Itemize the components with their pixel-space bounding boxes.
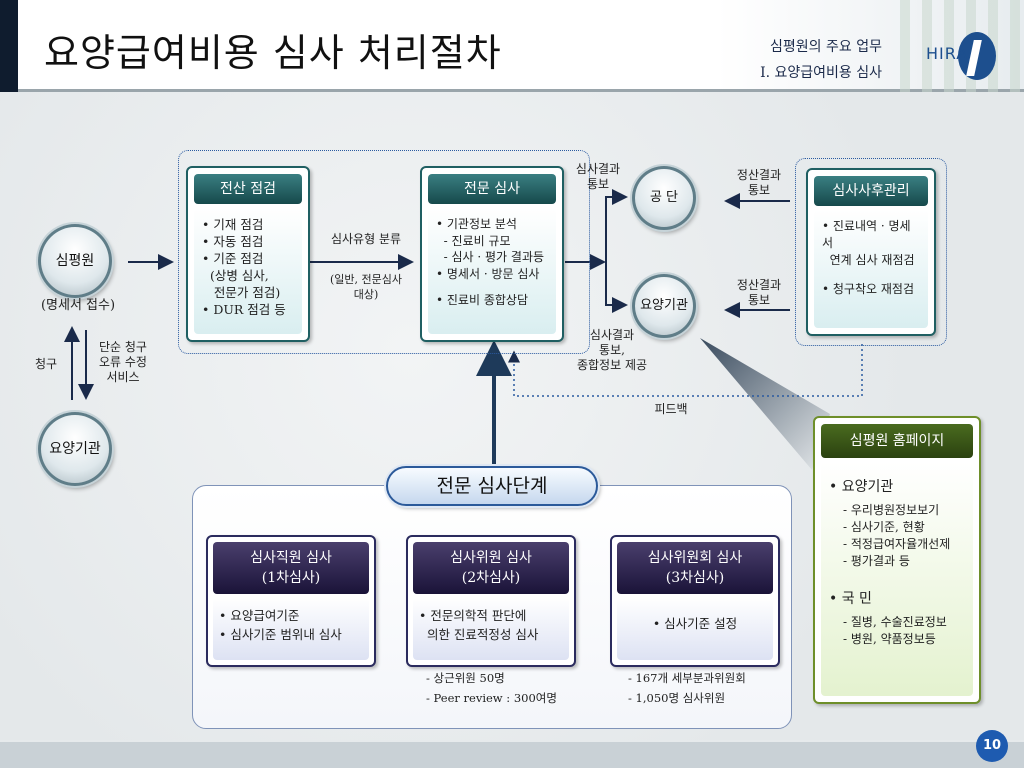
expert-review-body: • 기관정보 분석 - 진료비 규모 - 심사 · 평가 결과등 • 명세서 ·… xyxy=(428,208,556,334)
stage-step-body: • 심사기준 설정 xyxy=(617,598,773,660)
section-title: 심평원의 주요 업무 xyxy=(770,39,882,55)
subsection-title: Ⅰ. 요양급여비용 심사 xyxy=(760,65,882,81)
institution-node: 요양기관 xyxy=(38,412,112,486)
stage-notes-3: - 167개 세부분과위원회 - 1,050명 심사위원 xyxy=(628,671,746,705)
homepage-group-label: • 국 민 xyxy=(829,591,872,607)
post-group-frame xyxy=(795,158,947,346)
homepage-group-label: • 요양기관 xyxy=(829,479,894,495)
list-item: • 진료내역 · 명세서 xyxy=(822,219,911,250)
page-number: 10 xyxy=(976,730,1008,762)
list-item: - 적정급여자율개선제 xyxy=(843,537,951,551)
post-review-title: 심사사후관리 xyxy=(814,176,928,206)
expert-review-box: 전문 심사 • 기관정보 분석 - 진료비 규모 - 심사 · 평가 결과등 •… xyxy=(420,166,564,342)
receipt-label: (명세서 접수) xyxy=(40,298,116,313)
settle-notice-top: 정산결과 통보 xyxy=(736,168,782,197)
homepage-box: 심평원 홈페이지 • 요양기관 - 우리병원정보보기 - 심사기준, 현황 - … xyxy=(813,416,981,704)
institution-right-node: 요양기관 xyxy=(632,274,696,338)
list-item: • 심사기준 설정 xyxy=(652,616,738,631)
review-group-frame xyxy=(178,150,590,354)
list-item: • 기준 점검 xyxy=(202,251,264,266)
post-review-body: • 진료내역 · 명세서 연계 심사 재점검 • 청구착오 재점검 xyxy=(814,210,928,328)
list-item: • 전문의학적 판단에 xyxy=(419,608,527,623)
list-item: • 진료비 종합상담 xyxy=(436,293,528,307)
simple-fix-label: 단순 청구 오류 수정 서비스 xyxy=(99,340,147,384)
expert-review-title: 전문 심사 xyxy=(428,174,556,204)
list-item: • 요양급여기준 xyxy=(219,608,300,623)
review-type-label: 심사유형 분류 xyxy=(330,232,402,246)
list-item: 연계 심사 재점검 xyxy=(822,253,915,267)
stage-step-body: • 전문의학적 판단에 의한 진료적정성 심사 xyxy=(413,598,569,660)
stage-step-3: 심사위원회 심사 (3차심사) • 심사기준 설정 xyxy=(610,535,780,667)
list-item: 전문가 점검) xyxy=(202,285,281,300)
list-item: - 심사기준, 현황 xyxy=(843,520,925,534)
settle-notice-mid: 정산결과 통보 xyxy=(736,278,782,307)
result-notice-bottom: 심사결과 통보, 종합정보 제공 xyxy=(576,328,648,372)
computer-check-box: 전산 점검 • 기재 점검 • 자동 점검 • 기준 점검 (상병 심사, 전문… xyxy=(186,166,310,342)
hira-logo: HIRA xyxy=(918,28,1000,88)
feedback-label: 피드백 xyxy=(654,402,688,416)
list-item: - 병원, 약품정보등 xyxy=(843,632,936,646)
stage-step-2: 심사위원 심사 (2차심사) • 전문의학적 판단에 의한 진료적정성 심사 xyxy=(406,535,576,667)
list-item: - 질병, 수술진료정보 xyxy=(843,615,947,629)
computer-check-body: • 기재 점검 • 자동 점검 • 기준 점검 (상병 심사, 전문가 점검) … xyxy=(194,208,302,334)
list-item: • 청구착오 재점검 xyxy=(822,282,914,296)
stage-step-body: • 요양급여기준 • 심사기준 범위내 심사 xyxy=(213,598,369,660)
stage-step-title: 심사위원 심사 (2차심사) xyxy=(413,542,569,594)
logo-text: HIRA xyxy=(926,44,969,63)
nhis-node: 공 단 xyxy=(632,166,696,230)
list-item: - 평가결과 등 xyxy=(843,554,910,568)
claim-label: 청구 xyxy=(34,357,58,371)
stage-notes-2: - 상근위원 50명 - Peer review : 300여명 xyxy=(426,671,557,705)
list-item: • 기재 점검 xyxy=(202,217,264,232)
slide-header: 요양급여비용 심사 처리절차 심평원의 주요 업무 Ⅰ. 요양급여비용 심사 H… xyxy=(0,0,1024,92)
stage-step-title: 심사위원회 심사 (3차심사) xyxy=(617,542,773,594)
page-title: 요양급여비용 심사 처리절차 xyxy=(44,31,502,75)
post-review-box: 심사사후관리 • 진료내역 · 명세서 연계 심사 재점검 • 청구착오 재점검 xyxy=(806,168,936,336)
list-item: • 명세서 · 방문 심사 xyxy=(436,266,540,281)
list-item: - 심사 · 평가 결과등 xyxy=(436,250,545,264)
homepage-body: • 요양기관 - 우리병원정보보기 - 심사기준, 현황 - 적정급여자율개선제… xyxy=(821,462,973,696)
list-item: • 기관정보 분석 xyxy=(436,217,517,231)
hira-node: 심평원 xyxy=(38,224,112,298)
stage-title: 전문 심사단계 xyxy=(386,466,598,506)
list-item: • 심사기준 범위내 심사 xyxy=(219,627,342,642)
stage-step-1: 심사직원 심사 (1차심사) • 요양급여기준 • 심사기준 범위내 심사 xyxy=(206,535,376,667)
review-type-note: (일반, 전문심사 대상) xyxy=(329,273,402,301)
homepage-title: 심평원 홈페이지 xyxy=(821,424,973,458)
list-item: - 우리병원정보보기 xyxy=(843,503,940,517)
computer-check-title: 전산 점검 xyxy=(194,174,302,204)
list-item: • 자동 점검 xyxy=(202,234,264,249)
list-item: - 진료비 규모 xyxy=(436,233,511,248)
list-item: (상병 심사, xyxy=(202,268,269,283)
list-item: • DUR 점검 등 xyxy=(202,302,286,317)
list-item: 의한 진료적정성 심사 xyxy=(419,627,539,642)
result-notice-top: 심사결과 통보 xyxy=(575,162,621,191)
header-accent-bar xyxy=(0,0,18,92)
footer-band xyxy=(0,742,1024,768)
stage-step-title: 심사직원 심사 (1차심사) xyxy=(213,542,369,594)
